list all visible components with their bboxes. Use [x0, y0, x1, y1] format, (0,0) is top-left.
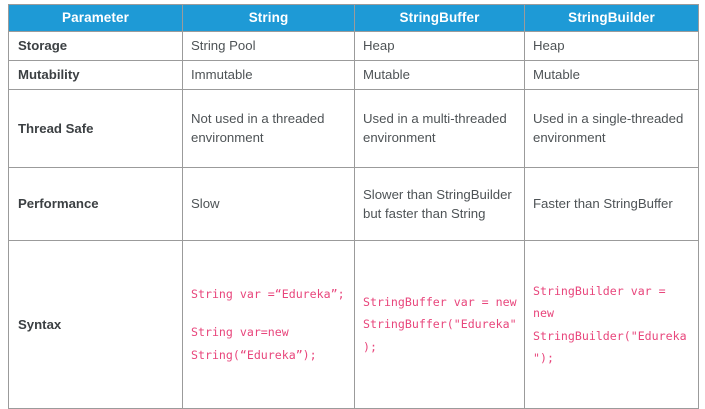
code-snippet-string-literal: String var =“Edureka”; — [191, 287, 345, 302]
cell-thread-safe-stringbuilder: Used in a single-threaded environment — [524, 89, 699, 169]
code-gap — [191, 306, 348, 321]
column-header-stringbuffer: StringBuffer — [354, 4, 525, 32]
table-row: Thread Safe Not used in a threaded envir… — [8, 89, 699, 169]
table-header: Parameter String StringBuffer StringBuil… — [8, 4, 699, 32]
table-row: Mutability Immutable Mutable Mutable — [8, 60, 699, 91]
cell-storage-stringbuffer: Heap — [354, 30, 525, 62]
cell-syntax-stringbuilder: StringBuilder var = new StringBuilder("E… — [524, 240, 699, 409]
code-snippet-string-new: String var=new String(“Edureka”); — [191, 324, 317, 362]
row-label-performance: Performance — [8, 167, 183, 242]
cell-thread-safe-stringbuffer: Used in a multi-threaded environment — [354, 89, 525, 169]
row-label-storage: Storage — [8, 30, 183, 62]
cell-mutability-stringbuffer: Mutable — [354, 60, 525, 91]
cell-thread-safe-string: Not used in a threaded environment — [182, 89, 355, 169]
table-row: Performance Slow Slower than StringBuild… — [8, 167, 699, 242]
column-header-parameter: Parameter — [8, 4, 183, 32]
row-label-syntax: Syntax — [8, 240, 183, 409]
table-row: Syntax String var =“Edureka”; String var=… — [8, 240, 699, 409]
table-row: Storage String Pool Heap Heap — [8, 30, 699, 62]
cell-syntax-string: String var =“Edureka”; String var=new Str… — [182, 240, 355, 409]
row-label-mutability: Mutability — [8, 60, 183, 91]
cell-storage-string: String Pool — [182, 30, 355, 62]
cell-performance-string: Slow — [182, 167, 355, 242]
cell-performance-stringbuilder: Faster than StringBuffer — [524, 167, 699, 242]
header-row: Parameter String StringBuffer StringBuil… — [8, 4, 699, 32]
cell-syntax-stringbuffer: StringBuffer var = new StringBuffer("Edu… — [354, 240, 525, 409]
cell-mutability-stringbuilder: Mutable — [524, 60, 699, 91]
cell-performance-stringbuffer: Slower than StringBuilder but faster tha… — [354, 167, 525, 242]
row-label-thread-safe: Thread Safe — [8, 89, 183, 169]
comparison-table: Parameter String StringBuffer StringBuil… — [8, 4, 699, 409]
column-header-string: String — [182, 4, 355, 32]
table-body: Storage String Pool Heap Heap Mutability… — [8, 30, 699, 409]
column-header-stringbuilder: StringBuilder — [524, 4, 699, 32]
cell-mutability-string: Immutable — [182, 60, 355, 91]
cell-storage-stringbuilder: Heap — [524, 30, 699, 62]
